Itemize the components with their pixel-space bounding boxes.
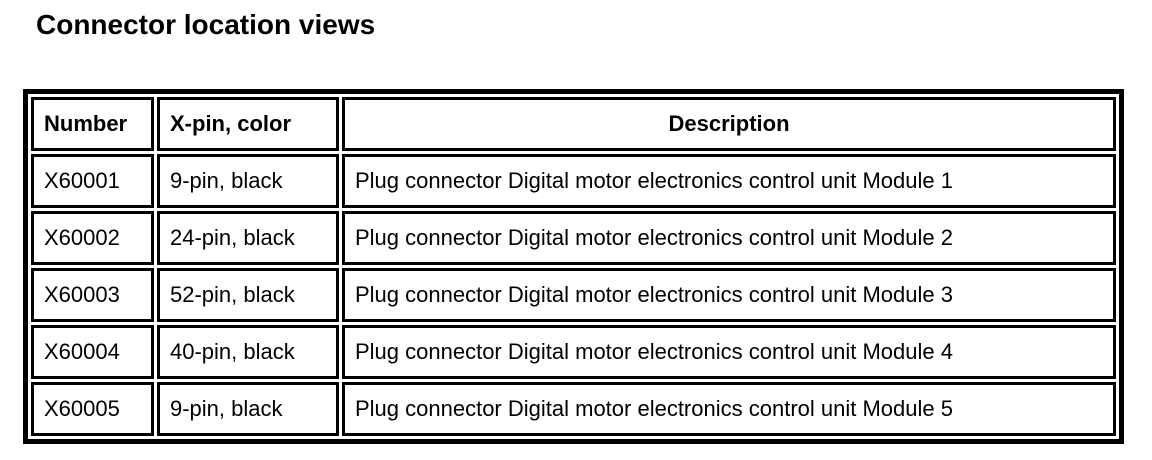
connector-table: Number X-pin, color Description X60001 9… xyxy=(23,89,1124,444)
cell-number: X60004 xyxy=(31,325,154,379)
table-row: X60004 40-pin, black Plug connector Digi… xyxy=(31,325,1116,379)
cell-pin-color: 40-pin, black xyxy=(157,325,339,379)
cell-description: Plug connector Digital motor electronics… xyxy=(342,382,1116,436)
cell-description: Plug connector Digital motor electronics… xyxy=(342,154,1116,208)
cell-pin-color: 9-pin, black xyxy=(157,382,339,436)
table-row: X60005 9-pin, black Plug connector Digit… xyxy=(31,382,1116,436)
cell-pin-color: 24-pin, black xyxy=(157,211,339,265)
cell-pin-color: 52-pin, black xyxy=(157,268,339,322)
cell-description: Plug connector Digital motor electronics… xyxy=(342,211,1116,265)
column-header-description: Description xyxy=(342,97,1116,151)
cell-pin-color: 9-pin, black xyxy=(157,154,339,208)
table-header-row: Number X-pin, color Description xyxy=(31,97,1116,151)
table-row: X60001 9-pin, black Plug connector Digit… xyxy=(31,154,1116,208)
cell-description: Plug connector Digital motor electronics… xyxy=(342,268,1116,322)
column-header-pin-color: X-pin, color xyxy=(157,97,339,151)
cell-number: X60003 xyxy=(31,268,154,322)
column-header-number: Number xyxy=(31,97,154,151)
table-row: X60003 52-pin, black Plug connector Digi… xyxy=(31,268,1116,322)
cell-number: X60001 xyxy=(31,154,154,208)
cell-description: Plug connector Digital motor electronics… xyxy=(342,325,1116,379)
table-row: X60002 24-pin, black Plug connector Digi… xyxy=(31,211,1116,265)
table-body: X60001 9-pin, black Plug connector Digit… xyxy=(31,154,1116,436)
page-title: Connector location views xyxy=(36,9,376,40)
cell-number: X60002 xyxy=(31,211,154,265)
cell-number: X60005 xyxy=(31,382,154,436)
